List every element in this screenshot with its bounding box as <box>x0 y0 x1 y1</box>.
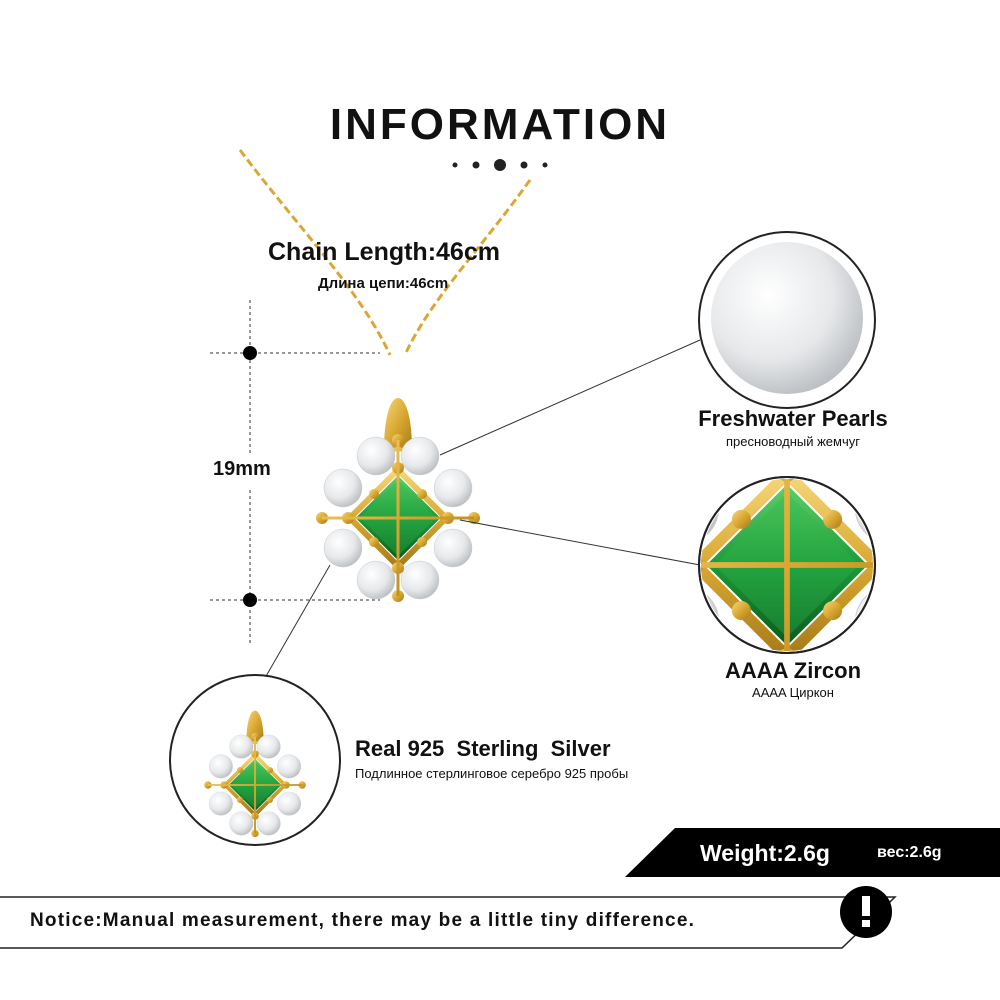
silver-label-ru: Подлинное стерлинговое серебро 925 пробы <box>355 766 629 781</box>
weight-label: Weight:2.6g <box>700 840 830 866</box>
pendant-size-label: 19mm <box>213 458 271 481</box>
silver-detail-circle <box>169 674 341 846</box>
chain-length-label: Chain Length:46cm <box>268 238 500 266</box>
main-pendant <box>316 398 480 602</box>
pearl-detail-circle <box>698 231 876 409</box>
zircon-label: AAAA Zircon <box>724 658 862 683</box>
page-title: INFORMATION <box>329 100 671 149</box>
title-dots <box>452 159 548 171</box>
pearls-label: Freshwater Pearls <box>698 406 888 431</box>
callout-lines <box>264 339 701 679</box>
silver-label: Real 925 Sterling Silver <box>355 736 611 761</box>
pearls-label-ru: пресноводный жемчуг <box>726 434 860 449</box>
dimension-markers <box>210 300 380 645</box>
zircon-detail-circle <box>698 476 876 654</box>
chain-length-label-ru: Длина цепи:46cm <box>318 275 449 292</box>
notice-text: Notice:Manual measurement, there may be … <box>30 910 696 931</box>
chain <box>238 149 532 356</box>
weight-label-ru: вес:2.6g <box>877 844 942 861</box>
weight-banner <box>625 828 1000 877</box>
zircon-label-ru: AAAA Циркон <box>752 685 834 700</box>
exclamation-icon <box>840 886 892 938</box>
